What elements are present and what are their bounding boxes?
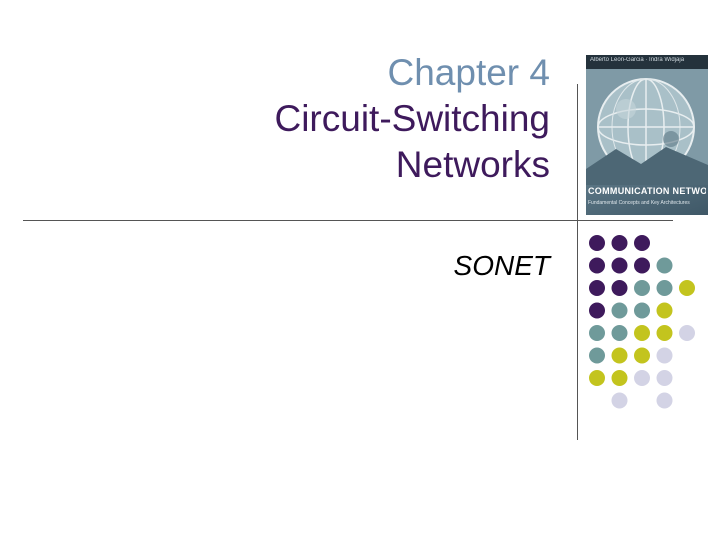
decorative-dot xyxy=(611,370,628,386)
decorative-dot xyxy=(589,235,605,251)
decorative-dot xyxy=(634,280,650,296)
decorative-dot xyxy=(656,280,673,296)
decorative-dot xyxy=(611,235,628,251)
decorative-dot xyxy=(589,325,605,341)
decorative-dot-grid xyxy=(589,235,695,409)
decorative-dot xyxy=(634,325,650,341)
decorative-dot xyxy=(589,347,605,364)
decorative-dot xyxy=(656,325,673,341)
book-cover-image: Alberto Leon-Garcia · Indra Widjaja COMM… xyxy=(586,55,708,215)
decorative-dot xyxy=(656,302,673,319)
decorative-dot xyxy=(679,325,695,341)
decorative-dot xyxy=(589,257,605,274)
decorative-dot xyxy=(589,302,605,319)
decorative-dot xyxy=(656,257,673,274)
slide-title: Chapter 4 Circuit-Switching Networks xyxy=(30,50,550,188)
decorative-dot xyxy=(611,257,628,274)
decorative-dot xyxy=(611,325,628,341)
decorative-dot xyxy=(611,347,628,364)
decorative-dot xyxy=(611,302,628,319)
decorative-dot xyxy=(656,347,673,364)
slide-subtitle: SONET xyxy=(453,250,550,281)
decorative-dot xyxy=(656,370,673,386)
decorative-dot xyxy=(656,392,673,409)
decorative-dot xyxy=(634,302,650,319)
decorative-dot xyxy=(589,370,605,386)
decorative-dot xyxy=(634,235,650,251)
book-cover-subtitle: Fundamental Concepts and Key Architectur… xyxy=(588,200,690,206)
book-cover-header xyxy=(586,55,708,69)
decorative-dot xyxy=(634,257,650,274)
horizontal-divider xyxy=(23,220,673,221)
book-cover-globe-art xyxy=(586,69,708,185)
title-chapter: Chapter 4 xyxy=(387,52,551,93)
decorative-dot xyxy=(611,392,628,409)
decorative-dot xyxy=(611,280,628,296)
vertical-divider xyxy=(577,84,578,440)
decorative-dot xyxy=(634,370,650,386)
book-cover-title: COMMUNICATION NETWORKS xyxy=(588,186,706,196)
title-networks: Networks xyxy=(395,144,550,185)
decorative-dot xyxy=(589,280,605,296)
decorative-dot xyxy=(634,347,650,364)
book-cover-authors: Alberto Leon-Garcia · Indra Widjaja xyxy=(590,57,685,63)
title-circuit-switching: Circuit-Switching xyxy=(274,98,550,139)
decorative-dot xyxy=(679,280,695,296)
